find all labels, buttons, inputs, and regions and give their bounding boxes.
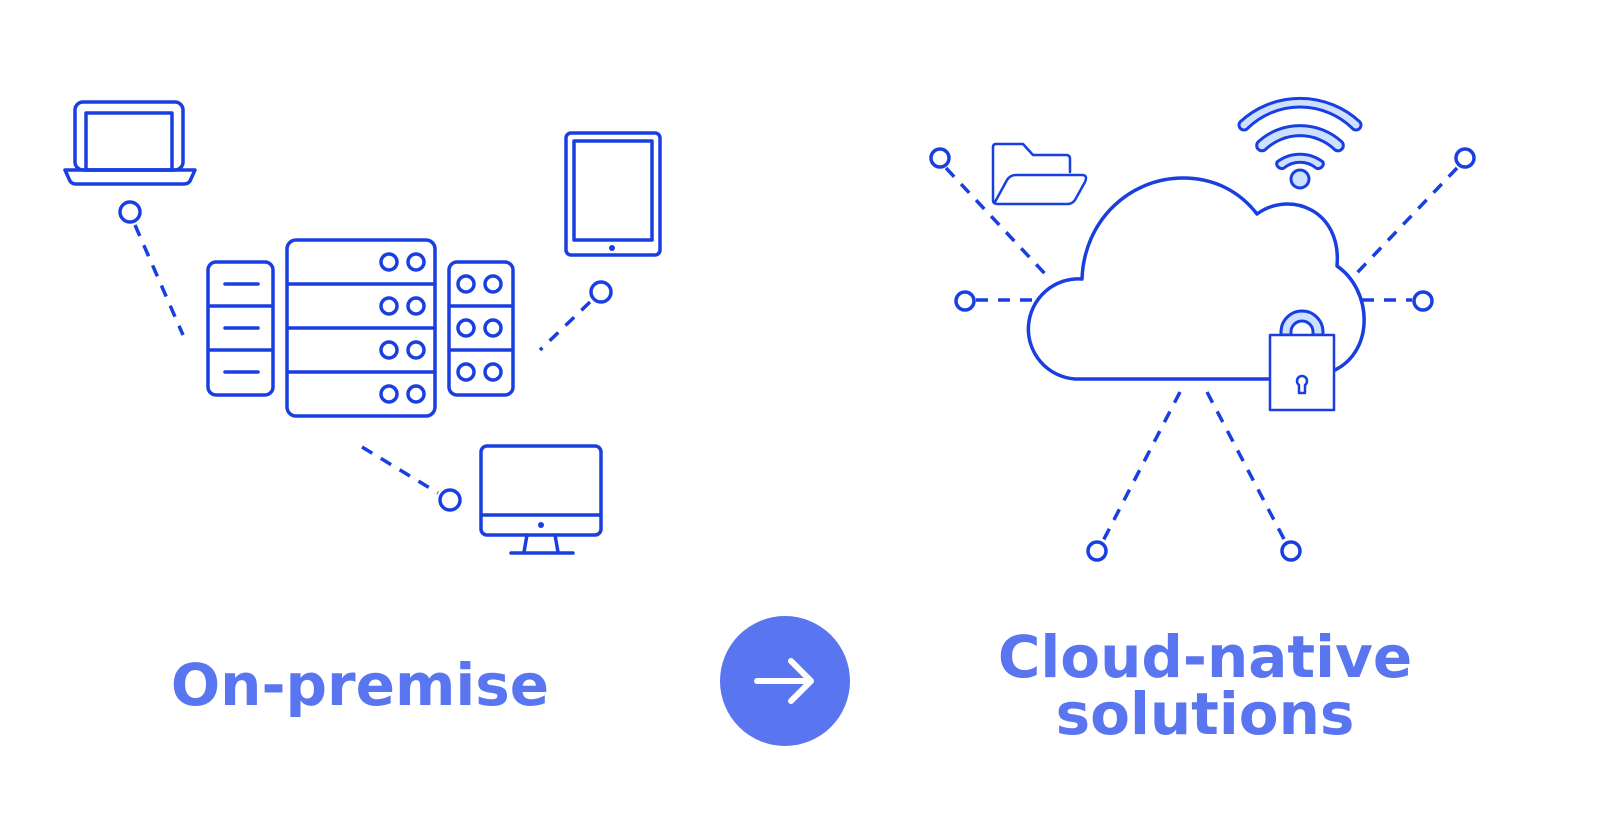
server-icon xyxy=(206,238,515,418)
connection-line xyxy=(133,224,185,336)
connection-line xyxy=(538,300,592,352)
connection-node xyxy=(438,488,462,512)
laptop-icon xyxy=(63,100,197,186)
folder-icon xyxy=(991,142,1088,206)
tablet-icon xyxy=(564,131,662,257)
arrow-right-icon xyxy=(754,658,814,704)
on-premise-label: On-premise xyxy=(171,651,549,719)
solutions-label: solutions xyxy=(1056,680,1355,748)
connection-node xyxy=(118,200,142,224)
lock-icon xyxy=(1268,309,1336,412)
cloud-connections xyxy=(929,147,1476,562)
cloud-native-label: Cloud-native xyxy=(998,623,1412,691)
arrow-right-button[interactable] xyxy=(720,616,850,746)
wifi-icon xyxy=(1237,96,1363,190)
connection-node xyxy=(589,280,613,304)
connection-line xyxy=(361,445,439,495)
monitor-icon xyxy=(479,444,603,555)
